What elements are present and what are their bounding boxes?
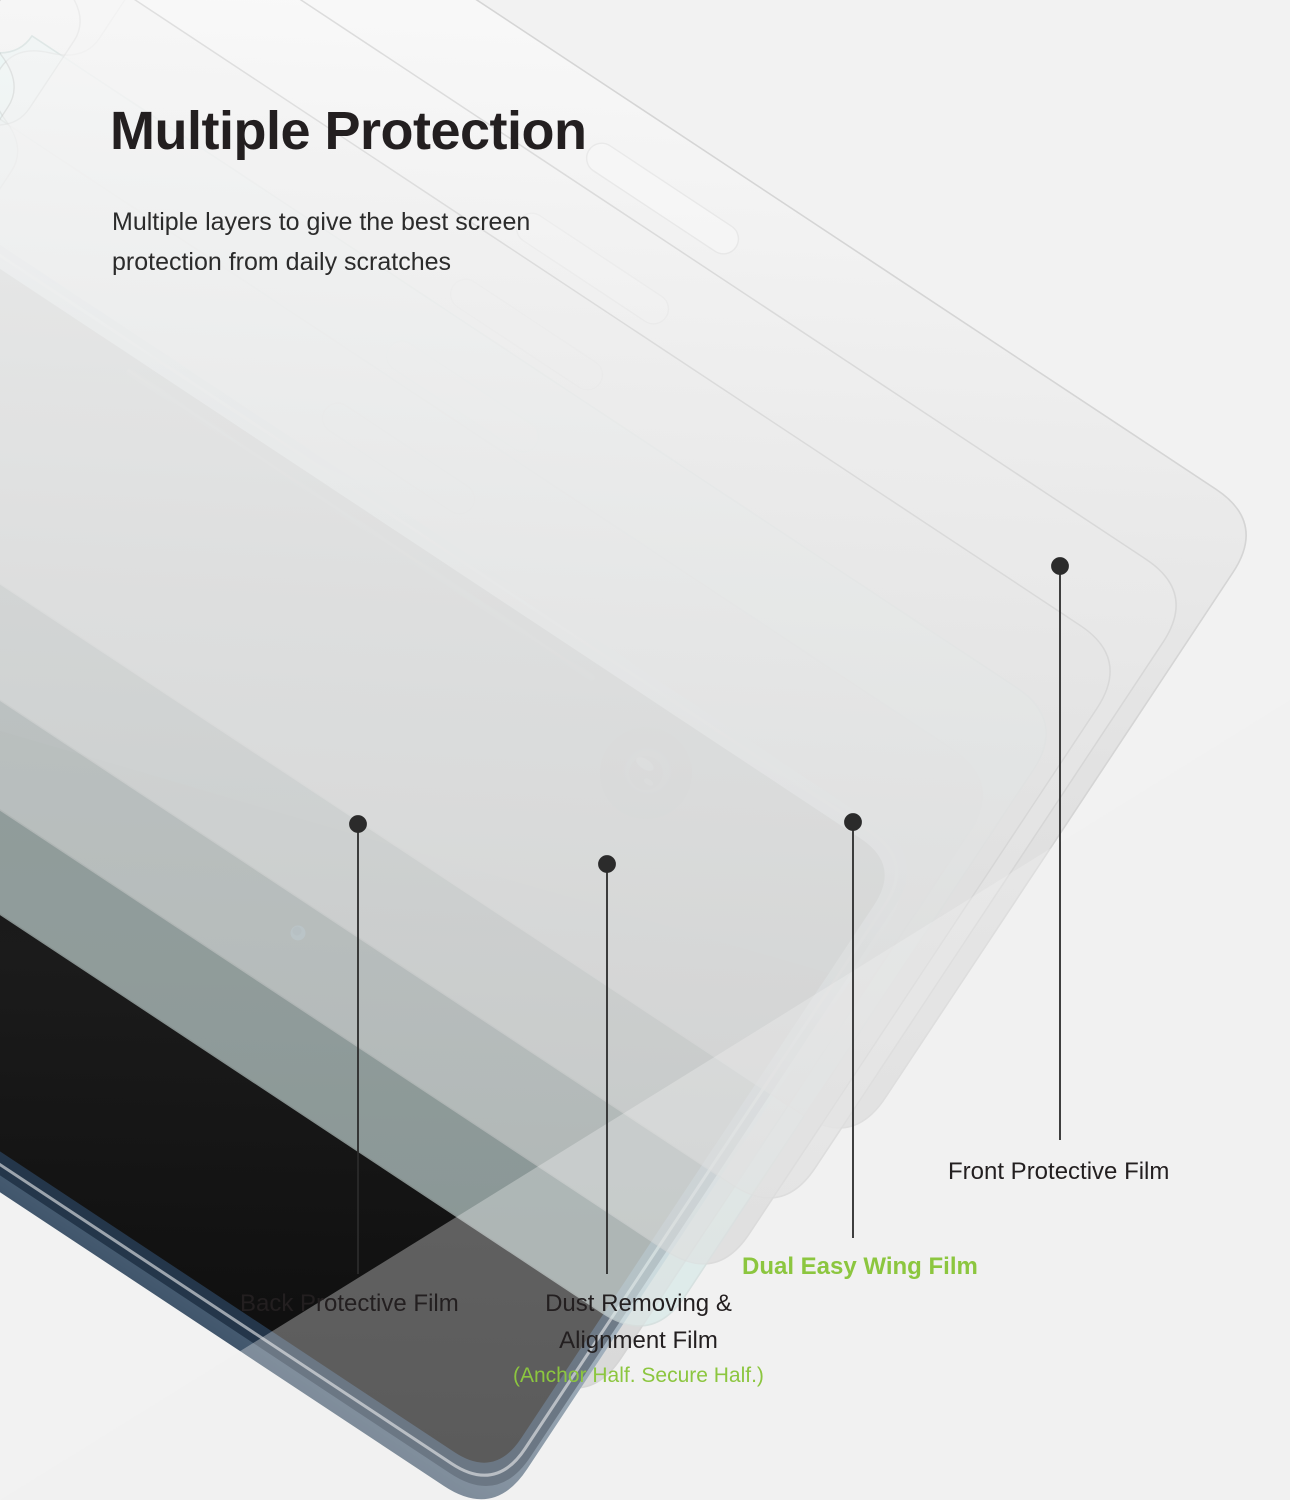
callout-label-dual-easy-wing-film: Dual Easy Wing Film (742, 1253, 978, 1280)
callout-label-back-protective-film: Back Protective Film (240, 1290, 459, 1317)
callout-label-front-protective-film: Front Protective Film (948, 1158, 1170, 1185)
callout-dual-easy-wing-film: Dual Easy Wing Film (742, 1253, 978, 1281)
leader-dot-back-protective-film (349, 815, 367, 833)
callout-front-protective-film: Front Protective Film (948, 1158, 1169, 1186)
callout-dust-removing-alignment-film: Dust Removing & Alignment Film (Anchor H… (513, 1290, 764, 1388)
leader-dot-dust-removing-film (598, 855, 616, 873)
callout-sublabel-anchor-secure: (Anchor Half. Secure Half.) (513, 1364, 764, 1387)
page-title: Multiple Protection (110, 101, 587, 161)
leader-dot-front-protective-film (1051, 557, 1069, 575)
page-subtitle-line-2: protection from daily scratches (112, 248, 452, 276)
leader-dot-dual-easy-wing-film (844, 813, 862, 831)
page-subtitle: Multiple layers to give the best screen … (112, 202, 530, 282)
page-subtitle-line-1: Multiple layers to give the best screen (112, 208, 531, 236)
callout-label-dust-removing-film: Dust Removing & (545, 1290, 732, 1317)
callout-leaders (349, 557, 1069, 1274)
callout-back-protective-film: Back Protective Film (240, 1290, 459, 1318)
callout-label-dust-removing-film-line2: Alignment Film (559, 1327, 718, 1354)
